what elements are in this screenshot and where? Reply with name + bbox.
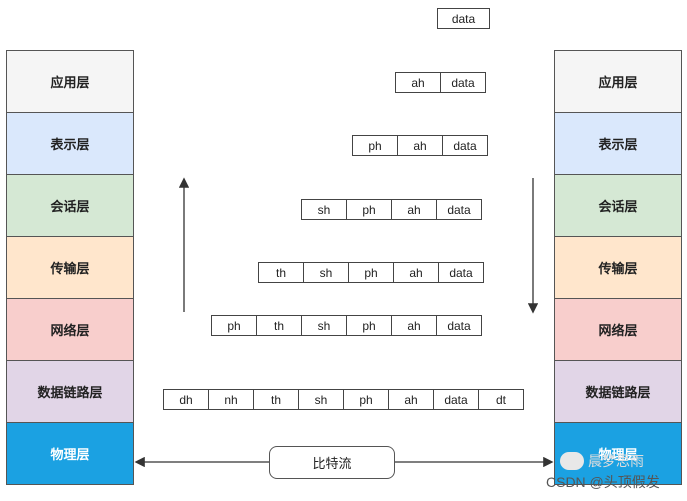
header-cell: ph — [211, 315, 257, 336]
header-cell: data — [442, 135, 488, 156]
wechat-icon — [560, 452, 584, 470]
right-osi-stack: 应用层 表示层 会话层 传输层 网络层 数据链路层 物理层 — [554, 50, 682, 485]
left-network-layer: 网络层 — [6, 298, 134, 361]
header-cell: sh — [301, 315, 347, 336]
csdn-watermark: CSDN @头顶假发 — [546, 474, 660, 490]
packet-row-data-link: dh nh th sh ph ah data dt — [163, 389, 524, 410]
header-cell: data — [440, 72, 486, 93]
header-cell: data — [438, 262, 484, 283]
right-data-link-layer: 数据链路层 — [554, 360, 682, 423]
right-network-layer: 网络层 — [554, 298, 682, 361]
packet-row-application: ah data — [395, 72, 486, 93]
header-cell: data — [436, 199, 482, 220]
watermark-logo-text: 晨梦思雨 — [588, 453, 644, 469]
header-cell: data — [436, 315, 482, 336]
packet-row-network: ph th sh ph ah data — [211, 315, 482, 336]
header-cell: th — [256, 315, 302, 336]
header-cell: sh — [303, 262, 349, 283]
header-cell: dt — [478, 389, 524, 410]
left-data-link-layer: 数据链路层 — [6, 360, 134, 423]
header-cell: ah — [391, 315, 437, 336]
left-physical-layer: 物理层 — [6, 422, 134, 485]
header-cell: data — [433, 389, 479, 410]
header-cell: ph — [346, 199, 392, 220]
header-cell: ah — [397, 135, 443, 156]
header-cell: sh — [301, 199, 347, 220]
left-session-layer: 会话层 — [6, 174, 134, 237]
header-cell: ah — [388, 389, 434, 410]
header-cell: ah — [393, 262, 439, 283]
right-session-layer: 会话层 — [554, 174, 682, 237]
watermark-logo: 晨梦思雨 — [560, 451, 644, 471]
packet-row-presentation: ph ah data — [352, 135, 488, 156]
packet-row-session: sh ph ah data — [301, 199, 482, 220]
left-osi-stack: 应用层 表示层 会话层 传输层 网络层 数据链路层 物理层 — [6, 50, 134, 485]
header-cell: ph — [346, 315, 392, 336]
header-cell: sh — [298, 389, 344, 410]
header-cell: dh — [163, 389, 209, 410]
header-cell: ah — [395, 72, 441, 93]
bitstream-box: 比特流 — [269, 446, 395, 479]
packet-row-transport: th sh ph ah data — [258, 262, 484, 283]
packet-row-application-data: data — [437, 8, 490, 29]
right-presentation-layer: 表示层 — [554, 112, 682, 175]
left-application-layer: 应用层 — [6, 50, 134, 113]
right-transport-layer: 传输层 — [554, 236, 682, 299]
header-cell: data — [437, 8, 490, 29]
